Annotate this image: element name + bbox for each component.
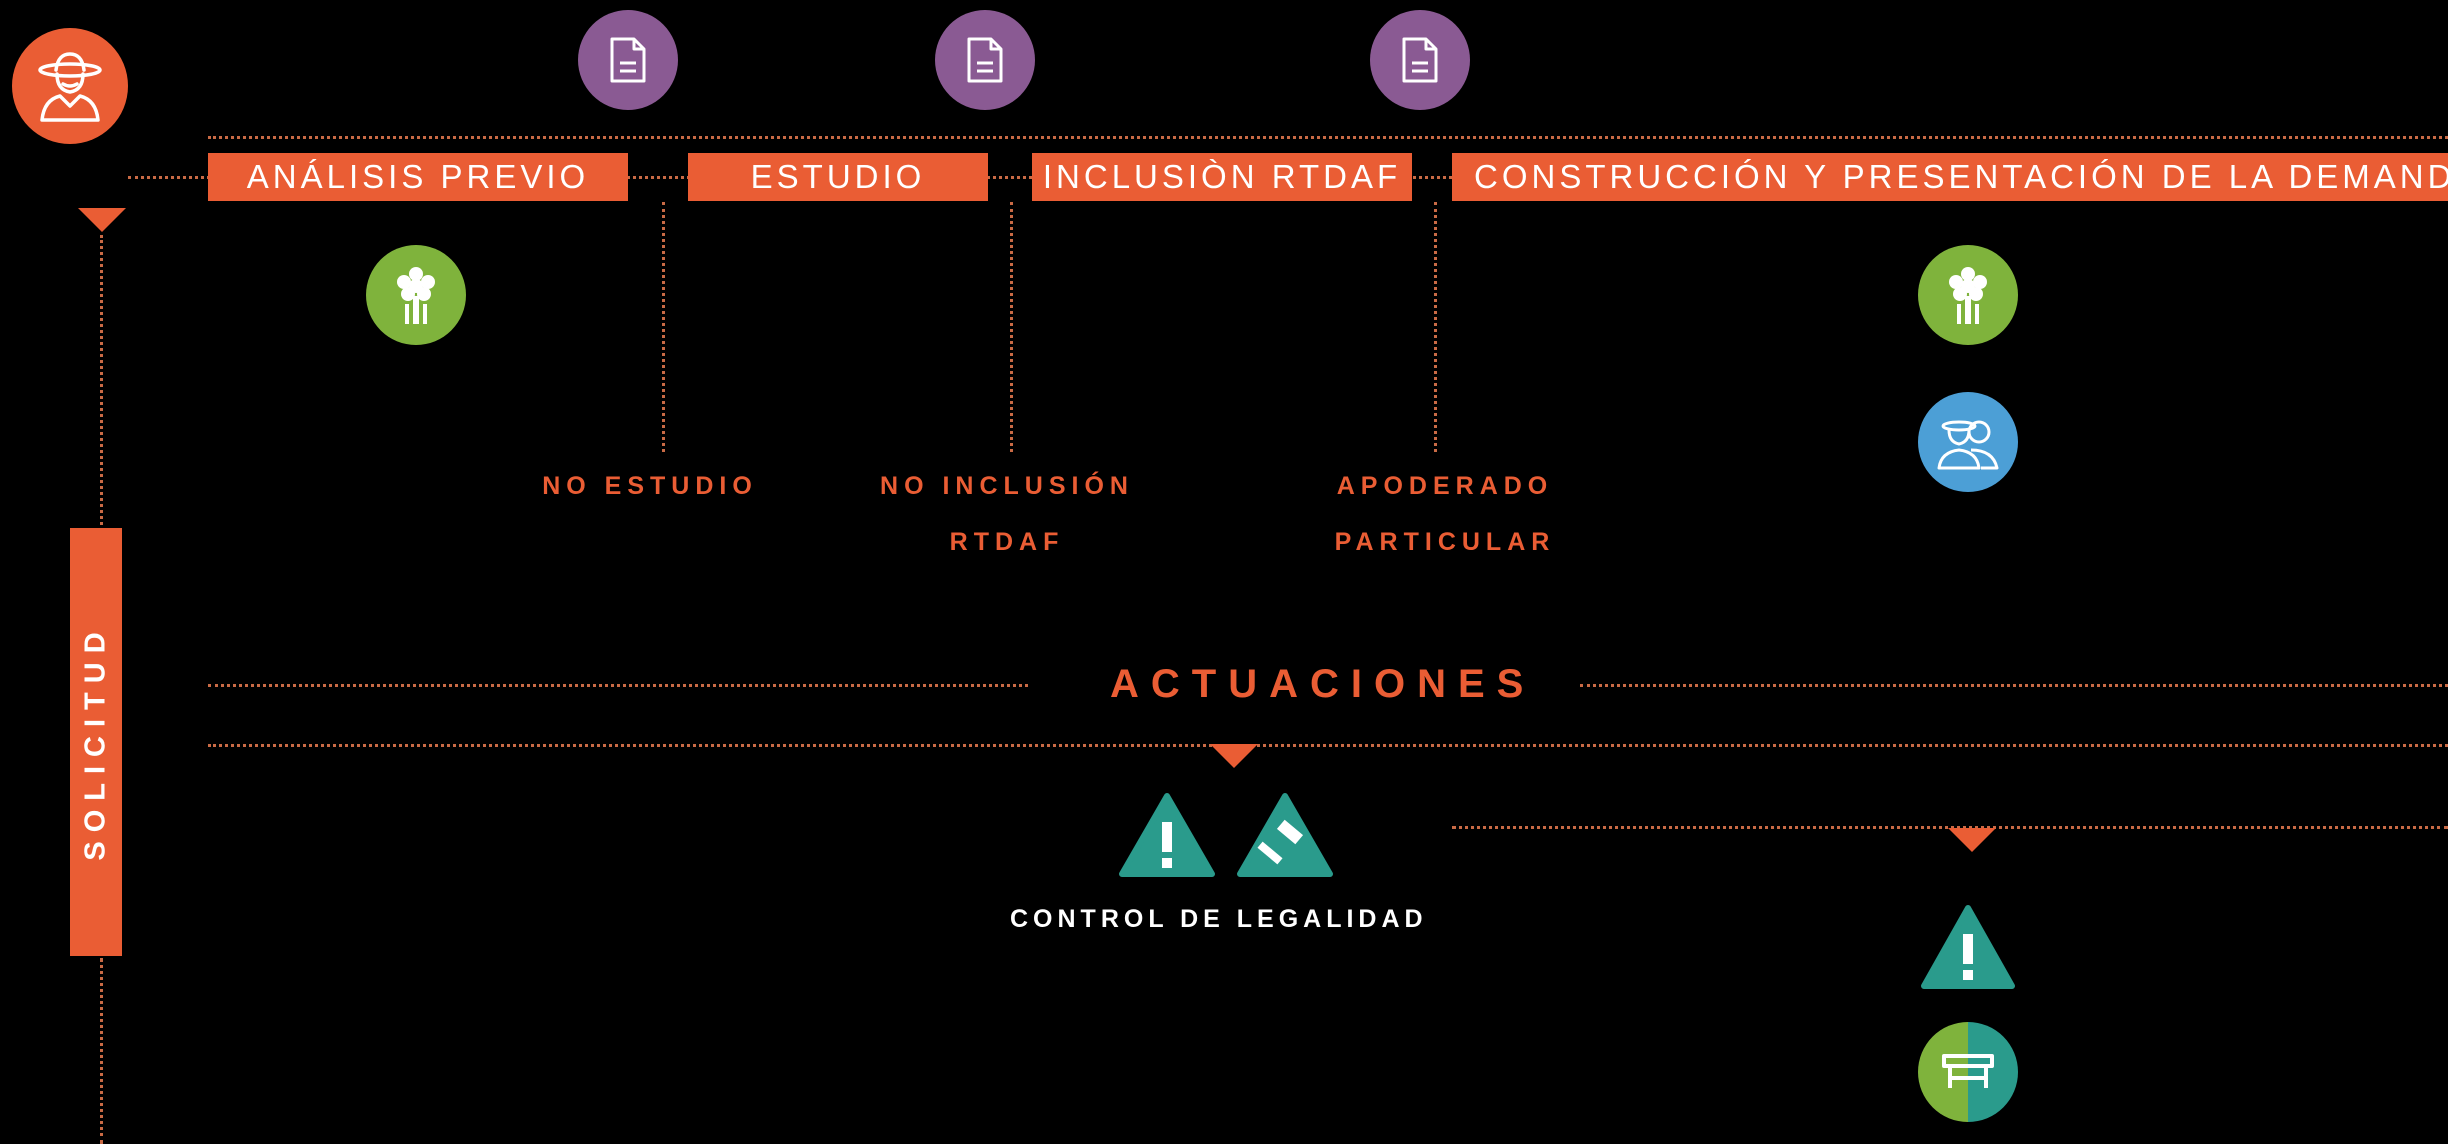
- solicitud-bar: [70, 528, 122, 956]
- warning-icon: [1118, 792, 1216, 883]
- document-icon: [1370, 10, 1470, 110]
- exit-no-inclusion: NO INCLUSIÓN RTDAF: [862, 458, 1152, 570]
- table-icon: [1918, 1022, 2018, 1122]
- actuaciones-line-left: [208, 684, 1028, 687]
- actuaciones-line-right: [1580, 684, 2448, 687]
- actuaciones-label: ACTUACIONES: [1110, 662, 1536, 706]
- stage-inclusion-rtdaf: INCLUSIÒN RTDAF: [1032, 153, 1412, 201]
- left-vertical-line-bottom: [100, 958, 103, 1144]
- exit-no-estudio-text: NO ESTUDIO: [542, 472, 758, 500]
- right-down-arrow: [1948, 828, 1996, 852]
- tree-icon: [366, 245, 466, 345]
- exit-no-inclusion-line2: RTDAF: [949, 528, 1065, 556]
- warning-icon: [1920, 904, 2016, 995]
- exit-apoderado-line1: APODERADO: [1336, 472, 1554, 500]
- tree-icon: [1918, 245, 2018, 345]
- exit-apoderado-line2: PARTICULAR: [1334, 528, 1556, 556]
- people-icon: [1918, 392, 2018, 492]
- gavel-icon: [1236, 792, 1334, 883]
- control-de-legalidad-label: CONTROL DE LEGALIDAD: [1010, 905, 1428, 933]
- right-branch-line: [1452, 826, 2448, 829]
- document-icon: [578, 10, 678, 110]
- document-icon: [935, 10, 1035, 110]
- exit-line-apoderado: [1434, 202, 1437, 452]
- farmer-icon: [12, 28, 128, 144]
- exit-line-no-inclusion: [1010, 202, 1013, 452]
- actuaciones-lower-line: [208, 744, 2448, 747]
- exit-apoderado: APODERADO PARTICULAR: [1300, 458, 1590, 570]
- stage-construccion: CONSTRUCCIÓN Y PRESENTACIÓN DE LA DEMAND…: [1452, 153, 2448, 201]
- top-dotted-line: [208, 136, 2448, 139]
- exit-no-inclusion-line1: NO INCLUSIÓN: [880, 472, 1134, 500]
- farmer-down-arrow: [78, 208, 126, 232]
- stage-analisis-previo: ANÁLISIS PREVIO: [208, 153, 628, 201]
- exit-line-no-estudio: [662, 202, 665, 452]
- stage-estudio: ESTUDIO: [688, 153, 988, 201]
- solicitud-label: SOLICITUD: [79, 623, 112, 861]
- left-vertical-line: [100, 235, 103, 525]
- exit-no-estudio: NO ESTUDIO: [530, 458, 770, 514]
- control-down-arrow: [1210, 744, 1258, 768]
